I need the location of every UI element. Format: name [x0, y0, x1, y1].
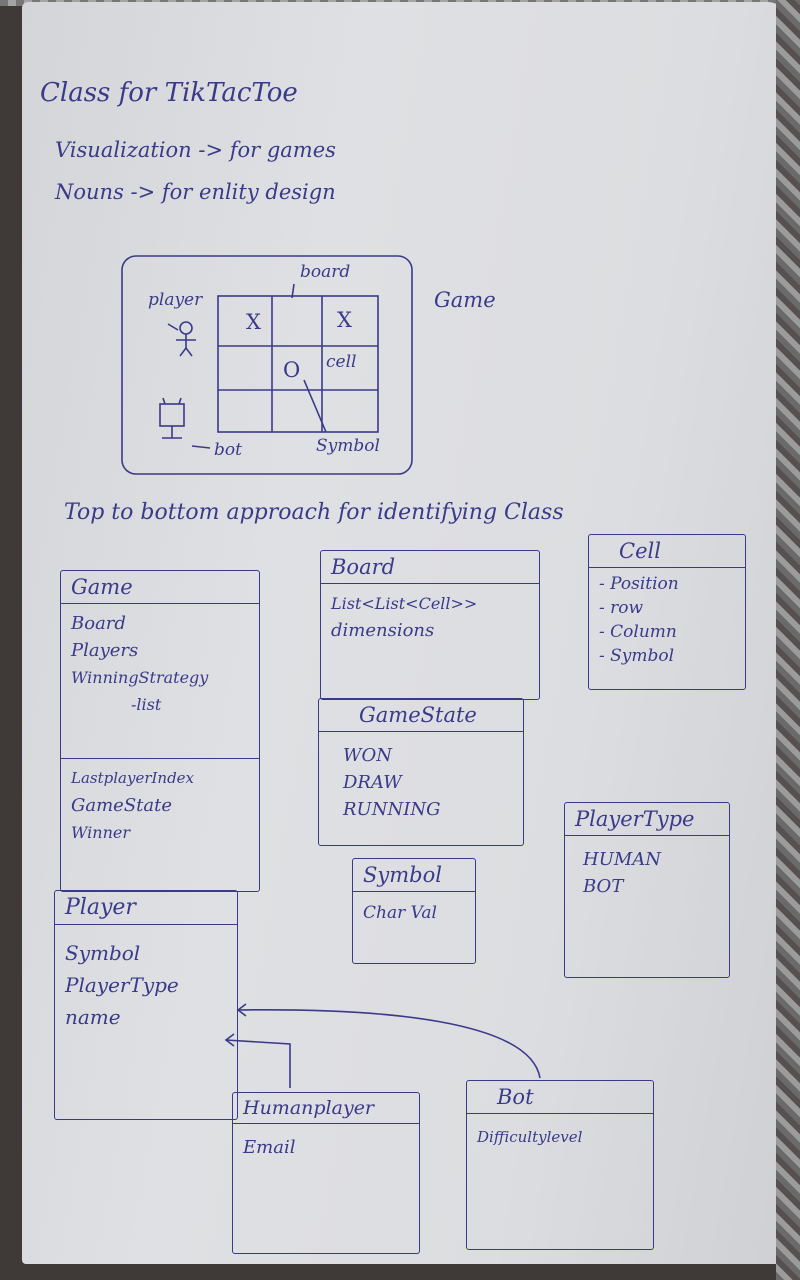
sketch-frame — [121, 255, 413, 475]
class-symbol: Symbol Char Val — [352, 858, 476, 964]
class-humanplayer-field: Email — [243, 1137, 296, 1158]
class-board-field: dimensions — [331, 620, 435, 641]
class-player-field: PlayerType — [65, 973, 179, 997]
class-player-name: Player — [55, 891, 237, 925]
sketch-cell-label: cell — [326, 352, 357, 372]
class-cell-field: - Column — [599, 622, 677, 642]
class-game-name: Game — [61, 571, 259, 604]
class-game-extra: Winner — [71, 823, 131, 842]
class-game-field: Board — [71, 613, 126, 634]
class-game-field: -list — [131, 695, 162, 714]
class-bot: Bot Difficultylevel — [466, 1080, 654, 1250]
class-cell: Cell - Position - row - Column - Symbol — [588, 534, 746, 690]
class-game-field: WinningStrategy — [71, 668, 209, 687]
class-player: Player Symbol PlayerType name — [54, 890, 238, 1120]
class-game-extra: GameState — [71, 795, 173, 816]
class-player-field: name — [65, 1005, 121, 1029]
class-playertype: PlayerType HUMAN BOT — [564, 802, 730, 978]
class-gamestate-value: WON — [343, 745, 393, 766]
class-cell-field: - Position — [599, 574, 679, 594]
notebook-page — [22, 2, 786, 1264]
sketch-board-label: board — [300, 262, 351, 282]
class-humanplayer-name: Humanplayer — [233, 1093, 419, 1124]
sketch-symbol-label: Symbol — [316, 436, 380, 456]
class-humanplayer: Humanplayer Email — [232, 1092, 420, 1254]
class-gamestate-value: DRAW — [343, 772, 402, 793]
class-game-field: Players — [71, 640, 139, 661]
board-grid — [217, 295, 379, 433]
class-game: Game Board Players WinningStrategy -list… — [60, 570, 260, 892]
class-game-extra: LastplayerIndex — [71, 769, 195, 787]
page-title: Class for TikTacToe — [40, 78, 298, 108]
class-player-field: Symbol — [65, 941, 141, 965]
class-symbol-name: Symbol — [353, 859, 475, 892]
class-gamestate-value: RUNNING — [343, 799, 441, 820]
section-heading: Top to bottom approach for identifying C… — [64, 500, 564, 525]
class-bot-field: Difficultylevel — [477, 1128, 583, 1146]
note-visualization: Visualization -> for games — [55, 138, 336, 162]
sketch-player-label: player — [148, 290, 203, 310]
class-symbol-field: Char Val — [363, 903, 437, 923]
sketch-mark-x2: X — [337, 308, 352, 332]
sketch-mark-x1: X — [246, 310, 261, 334]
class-cell-field: - row — [599, 598, 644, 618]
class-playertype-name: PlayerType — [565, 803, 729, 836]
sketch-bot-label: bot — [214, 440, 242, 460]
class-board-field: List<List<Cell>> — [331, 594, 478, 613]
sketch-game-label: Game — [434, 288, 496, 312]
class-bot-name: Bot — [467, 1081, 653, 1114]
class-board: Board List<List<Cell>> dimensions — [320, 550, 540, 700]
class-gamestate: GameState WON DRAW RUNNING — [318, 698, 524, 846]
class-playertype-value: BOT — [583, 876, 624, 897]
class-cell-field: - Symbol — [599, 646, 675, 666]
class-gamestate-name: GameState — [319, 699, 523, 732]
class-playertype-value: HUMAN — [583, 849, 662, 870]
class-cell-name: Cell — [589, 535, 745, 568]
note-nouns: Nouns -> for enlity design — [55, 180, 336, 204]
fabric-edge — [776, 0, 800, 1280]
arrow-humanplayer-to-player — [225, 1039, 291, 1088]
class-board-name: Board — [321, 551, 539, 584]
sketch-mark-o: O — [283, 358, 301, 382]
arrow-bot-to-player — [237, 1009, 541, 1079]
